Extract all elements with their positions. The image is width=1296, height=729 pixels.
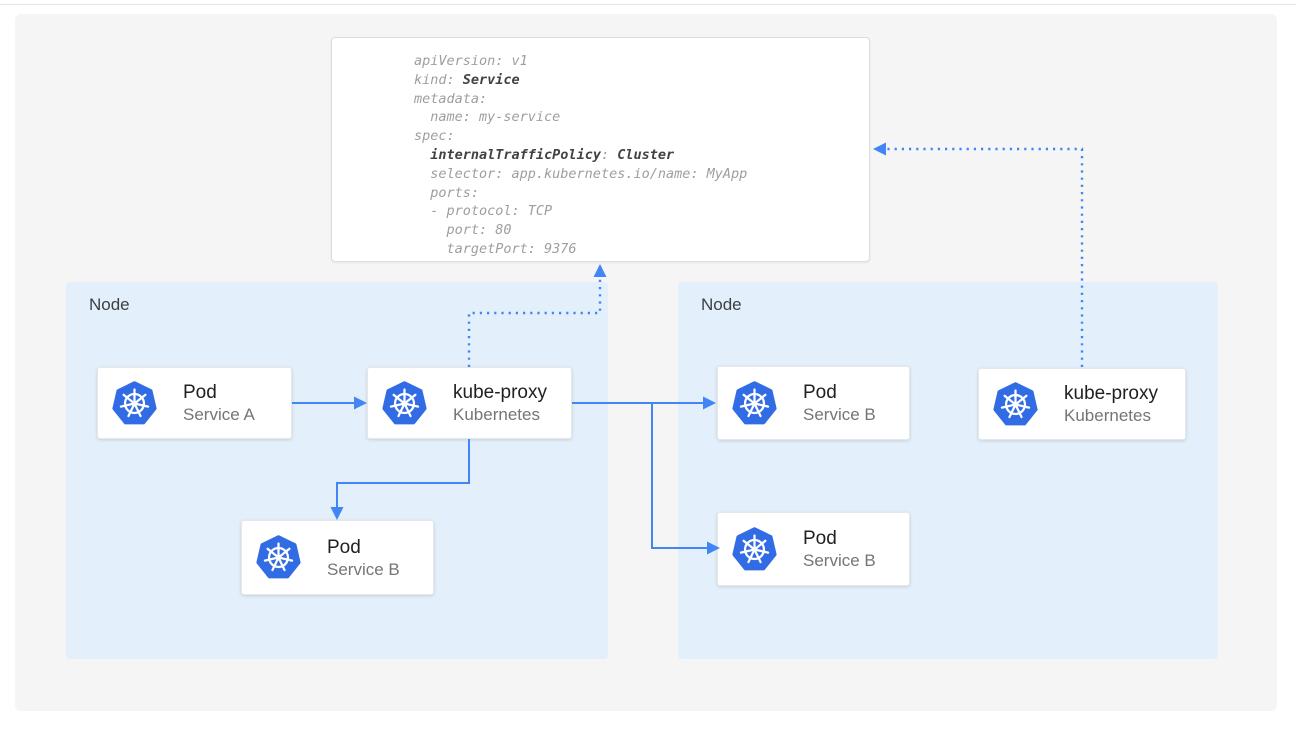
- node-left-label: Node: [89, 295, 130, 314]
- node-left: Node: [66, 282, 608, 659]
- card-title: Pod: [327, 536, 361, 558]
- kubernetes-icon: [256, 535, 301, 579]
- card-title: kube-proxy: [1064, 383, 1158, 404]
- card-kube-proxy-right: kube-proxy Kubernetes: [978, 368, 1186, 440]
- card-subtitle: Service B: [803, 405, 876, 424]
- kubernetes-icon: [382, 380, 427, 424]
- card-subtitle: Service B: [327, 559, 400, 579]
- kubernetes-icon: [993, 381, 1038, 425]
- card-pod-service-b-right-top: Pod Service B: [717, 366, 910, 440]
- card-title: kube-proxy: [453, 382, 547, 403]
- card-subtitle: Kubernetes: [453, 405, 540, 424]
- card-kube-proxy-left: kube-proxy Kubernetes: [367, 367, 572, 439]
- kubernetes-icon: [732, 380, 777, 424]
- card-title: Pod: [183, 382, 217, 403]
- card-title: Pod: [803, 528, 837, 549]
- card-subtitle: Kubernetes: [1064, 406, 1151, 425]
- card-title: Pod: [803, 382, 837, 403]
- card-subtitle: Service B: [803, 551, 876, 570]
- node-right: Node: [678, 282, 1218, 659]
- card-pod-service-a: Pod Service A: [97, 367, 292, 439]
- kubernetes-icon: [112, 380, 157, 424]
- top-divider: [0, 4, 1296, 5]
- card-subtitle: Service A: [183, 405, 255, 424]
- kubernetes-icon: [732, 526, 777, 570]
- card-pod-service-b-left: Pod Service B: [241, 520, 434, 595]
- card-pod-service-b-right-bottom: Pod Service B: [717, 512, 910, 586]
- node-right-label: Node: [701, 295, 742, 314]
